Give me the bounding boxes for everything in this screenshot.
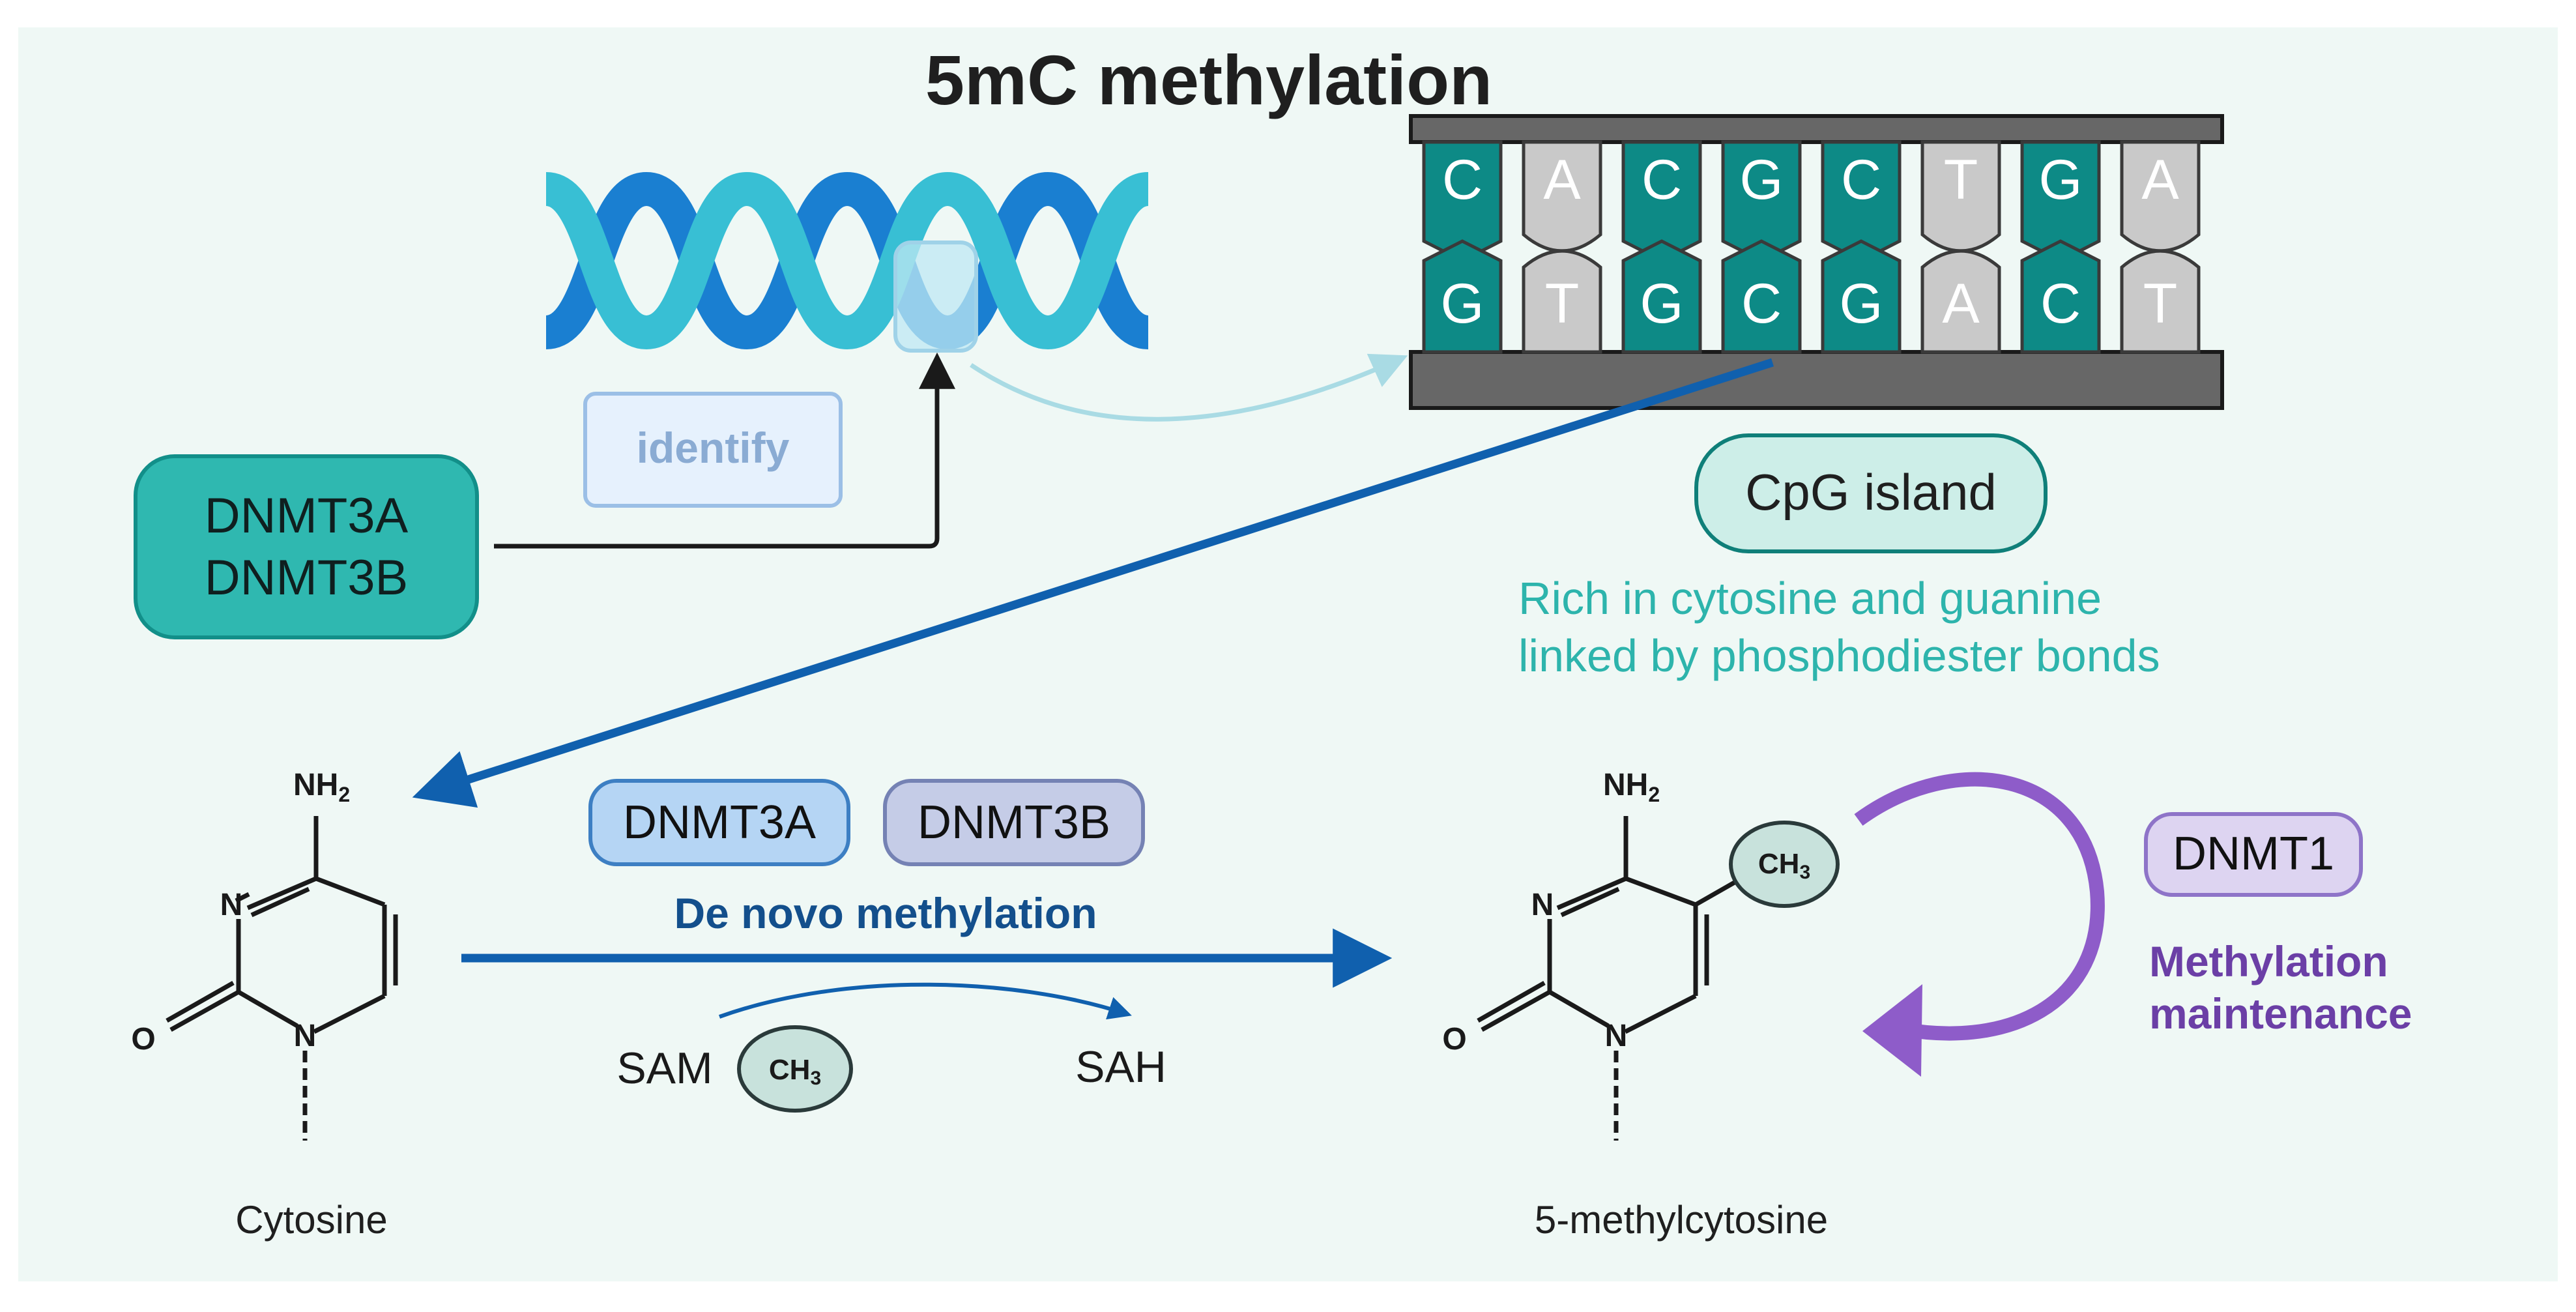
cytosine-n-top: N (220, 888, 243, 922)
identify-label: identify (637, 424, 790, 472)
cpg-to-cytosine-arrow (412, 358, 1774, 808)
bottom-base-letter: G (1441, 272, 1484, 335)
cpg-desc-line1: Rich in cytosine and guanine (1518, 573, 2102, 624)
sam-ch3-badge (737, 1025, 853, 1113)
methyl-n-bottom: N (1605, 1019, 1628, 1053)
enzyme-box-line2: DNMT3B (205, 550, 408, 605)
top-backbone (1409, 114, 2224, 144)
bottom-base-letter: C (1741, 272, 1782, 335)
bottom-base-c (1721, 239, 1802, 354)
cytosine-label: Cytosine (235, 1198, 387, 1242)
top-base-letter: C (1642, 149, 1682, 211)
sam-ch3: CH3 (769, 1054, 821, 1089)
cytosine-structure (166, 816, 398, 1141)
maintenance-arrowhead (1862, 984, 1922, 1077)
top-base-letter: C (1841, 149, 1881, 211)
dna-double-helix-icon (543, 171, 1151, 350)
top-base-letter: G (2039, 149, 2083, 211)
bottom-base-a (1920, 249, 2001, 354)
methylcytosine-structure (1477, 816, 1743, 1141)
maintenance-cycle-arrow (1854, 772, 2105, 1041)
dnmt1-label: DNMT1 (2173, 828, 2334, 880)
cytosine-o: O (131, 1022, 155, 1057)
diagram-title: 5mC methylation (925, 40, 1492, 119)
sah-label: SAH (1075, 1042, 1166, 1092)
top-base-letter: A (1543, 149, 1581, 211)
cytosine-nh2: NH2 (293, 768, 350, 806)
bottom-base-letter: T (2143, 272, 2178, 335)
enzyme-to-helix-connector (494, 352, 955, 549)
methyl-ch3-badge (1729, 821, 1840, 908)
bottom-base-g (1621, 239, 1702, 354)
dnmt3b-label: DNMT3B (918, 796, 1110, 849)
top-base-letter: A (2141, 149, 2179, 211)
bottom-base-letter: T (1545, 272, 1580, 335)
methylcytosine-label: 5-methylcytosine (1535, 1198, 1828, 1242)
bottom-base-letter: G (1640, 272, 1684, 335)
sam-label: SAM (616, 1043, 712, 1093)
dnmt3-enzyme-box: DNMT3A DNMT3B (134, 454, 479, 639)
methyl-ch3: CH3 (1758, 848, 1810, 883)
top-base-letter: C (1442, 149, 1483, 211)
bottom-base-g (1821, 239, 1902, 354)
cytosine-n-bottom: N (294, 1019, 317, 1053)
cpg-label: CpG island (1745, 463, 1997, 521)
methyl-o: O (1442, 1022, 1466, 1057)
bottom-base-letter: A (1942, 272, 1980, 335)
denovo-label: De novo methylation (674, 889, 1097, 937)
sam-to-sah-arrow (718, 982, 1132, 1020)
enzyme-box-line1: DNMT3A (205, 488, 409, 544)
helix-to-cpg-arrow (970, 353, 1408, 422)
dnmt1-pill (2144, 812, 2363, 897)
methyl-nh2: NH2 (1603, 768, 1660, 806)
recognition-site-highlight (893, 241, 978, 353)
identify-box (583, 392, 843, 508)
maintenance-line1: Methylation (2149, 937, 2388, 985)
bottom-base-g (1422, 239, 1503, 354)
cpg-desc-line2: linked by phosphodiester bonds (1518, 630, 2160, 681)
dnmt3b-pill (883, 779, 1145, 866)
dnmt3a-label: DNMT3A (623, 796, 816, 849)
bottom-base-t (1522, 249, 1602, 354)
top-base-letter: G (1740, 149, 1784, 211)
bottom-backbone (1409, 350, 2224, 410)
methyl-n-top: N (1531, 888, 1554, 922)
top-base-letter: T (1944, 149, 1978, 211)
bottom-base-letter: C (2040, 272, 2081, 335)
maintenance-line2: maintenance (2149, 989, 2412, 1038)
dnmt3a-pill (588, 779, 850, 866)
cpg-label-box (1694, 433, 2048, 553)
bottom-base-t (2120, 249, 2201, 354)
bottom-base-c (2020, 239, 2101, 354)
bottom-base-letter: G (1840, 272, 1883, 335)
